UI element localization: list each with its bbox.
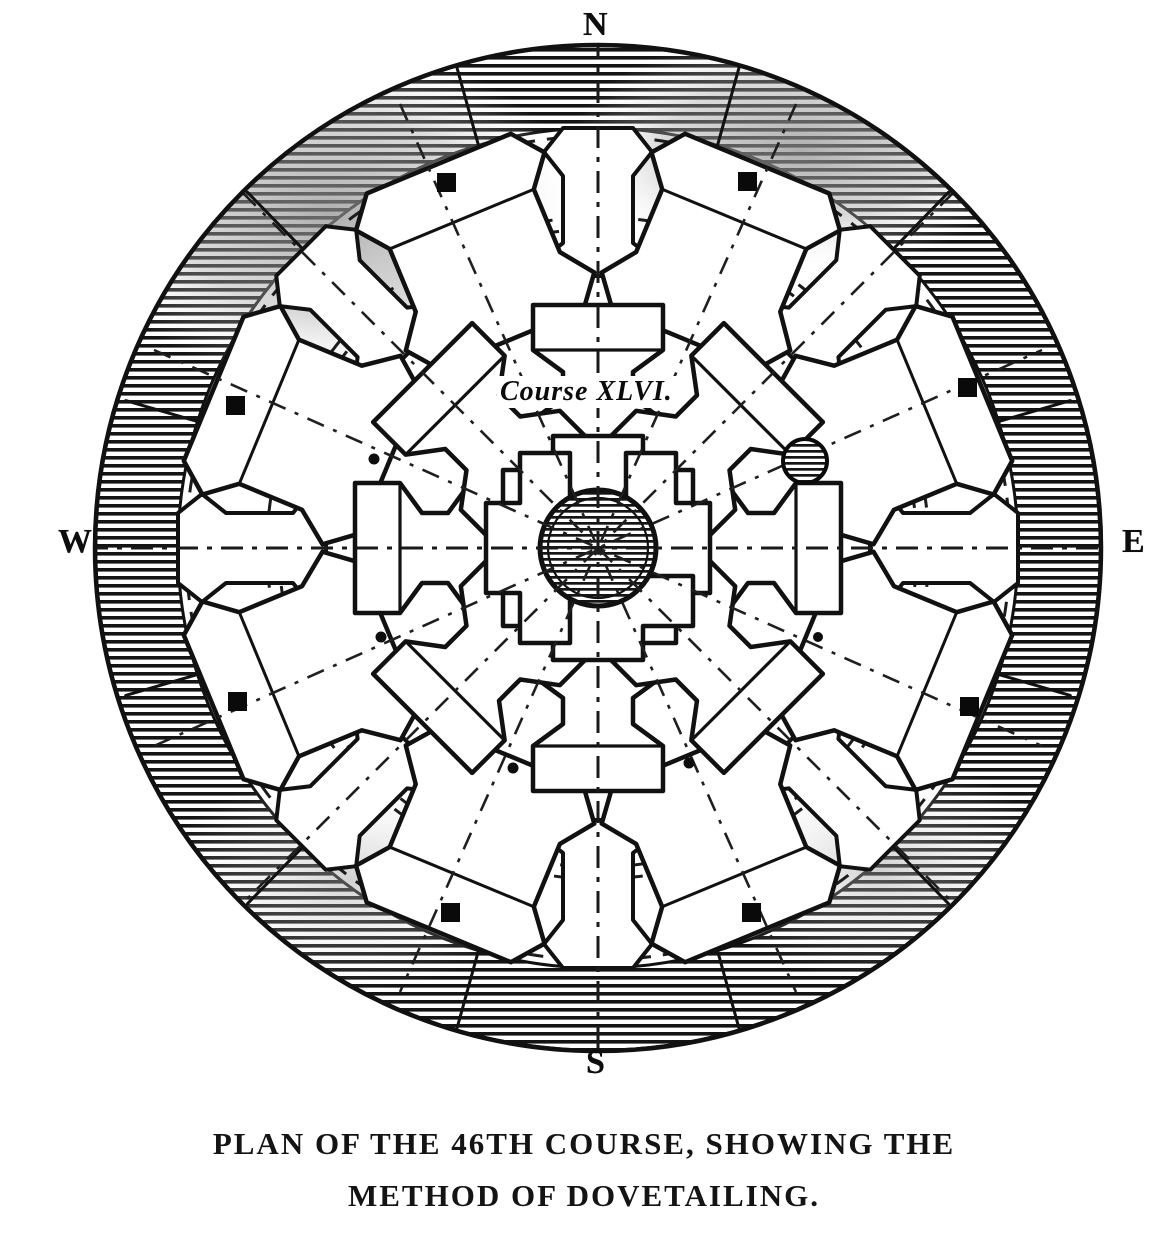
square-dowel — [441, 903, 460, 922]
square-dowel-marks — [226, 172, 979, 922]
dot-marker — [507, 762, 519, 774]
square-dowel — [226, 396, 245, 415]
dot-marker — [375, 631, 387, 643]
hatched-dowel-mark — [781, 437, 829, 485]
dot-marker — [813, 632, 823, 642]
caption-line-1: PLAN OF THE 46TH COURSE, SHOWING THE — [212, 1126, 956, 1161]
caption-line-2: METHOD OF DOVETAILING. — [347, 1178, 820, 1213]
square-dowel — [958, 378, 977, 397]
square-dowel — [960, 697, 979, 716]
compass-label-north: N — [583, 6, 608, 43]
square-dowel — [228, 692, 247, 711]
compass-label-east: E — [1122, 523, 1145, 560]
dot-marker — [683, 757, 695, 769]
square-dowel — [742, 903, 761, 922]
square-dowel — [738, 172, 757, 191]
compass-label-south: S — [586, 1044, 605, 1081]
dot-markers — [368, 453, 823, 774]
annulus-radial-joints — [124, 58, 1072, 1038]
square-dowel — [437, 173, 456, 192]
course-number-label: Course XLVI. — [497, 376, 676, 408]
dot-marker — [368, 453, 380, 465]
compass-label-west: W — [58, 523, 92, 560]
axis-centrelines — [86, 36, 1110, 1060]
figure-caption: PLAN OF THE 46TH COURSE, SHOWING THE MET… — [0, 1118, 1168, 1222]
diagonal-centrelines — [153, 103, 1043, 993]
